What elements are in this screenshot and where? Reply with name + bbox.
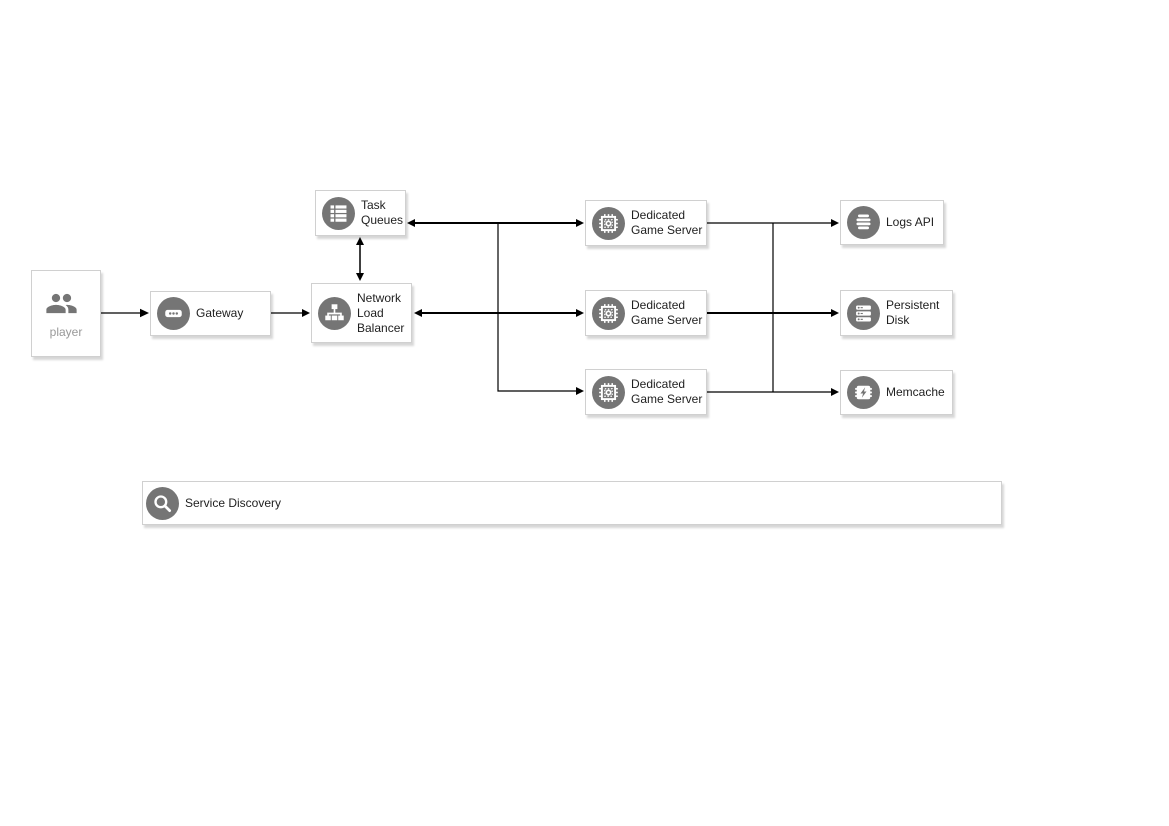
gateway-chip-icon (157, 297, 190, 330)
node-game-server-3[interactable]: Dedicated Game Server (585, 369, 707, 415)
cpu-chip-icon (592, 206, 625, 240)
node-task-queues[interactable]: Task Queues (315, 190, 406, 236)
node-label: Logs API (886, 215, 935, 229)
node-label: Dedicated Game Server (631, 208, 703, 237)
node-label: Dedicated Game Server (631, 298, 703, 327)
node-label: Dedicated Game Server (631, 377, 703, 406)
node-label: Gateway (196, 306, 244, 320)
node-logs-api[interactable]: Logs API (840, 200, 944, 245)
node-gateway[interactable]: Gateway (150, 291, 271, 336)
list-queue-icon (322, 196, 355, 230)
node-memcache[interactable]: Memcache (840, 370, 953, 415)
node-service-discovery[interactable]: Service Discovery (142, 481, 1002, 525)
node-label: Network Load Balancer (357, 290, 405, 335)
node-label: Service Discovery (185, 495, 282, 510)
search-icon (146, 486, 179, 520)
node-load-balancer[interactable]: Network Load Balancer (311, 283, 412, 343)
edge-branch-gameserver3 (497, 223, 577, 392)
disk-stack-icon (847, 296, 880, 330)
people-icon (45, 287, 87, 320)
cpu-chip-icon (592, 375, 625, 409)
node-label: Persistent Disk (886, 298, 940, 327)
node-persistent-disk[interactable]: Persistent Disk (840, 290, 953, 336)
node-label: Memcache (886, 385, 945, 399)
node-label: player (49, 325, 83, 339)
node-game-server-1[interactable]: Dedicated Game Server (585, 200, 707, 246)
network-tree-icon (318, 296, 351, 330)
log-lines-icon (847, 206, 880, 239)
cpu-chip-icon (592, 296, 625, 330)
bolt-chip-icon (847, 376, 880, 409)
node-player[interactable]: player (31, 270, 101, 357)
node-game-server-2[interactable]: Dedicated Game Server (585, 290, 707, 336)
arrowheads (140, 219, 839, 396)
node-label: Task Queues (361, 198, 404, 227)
